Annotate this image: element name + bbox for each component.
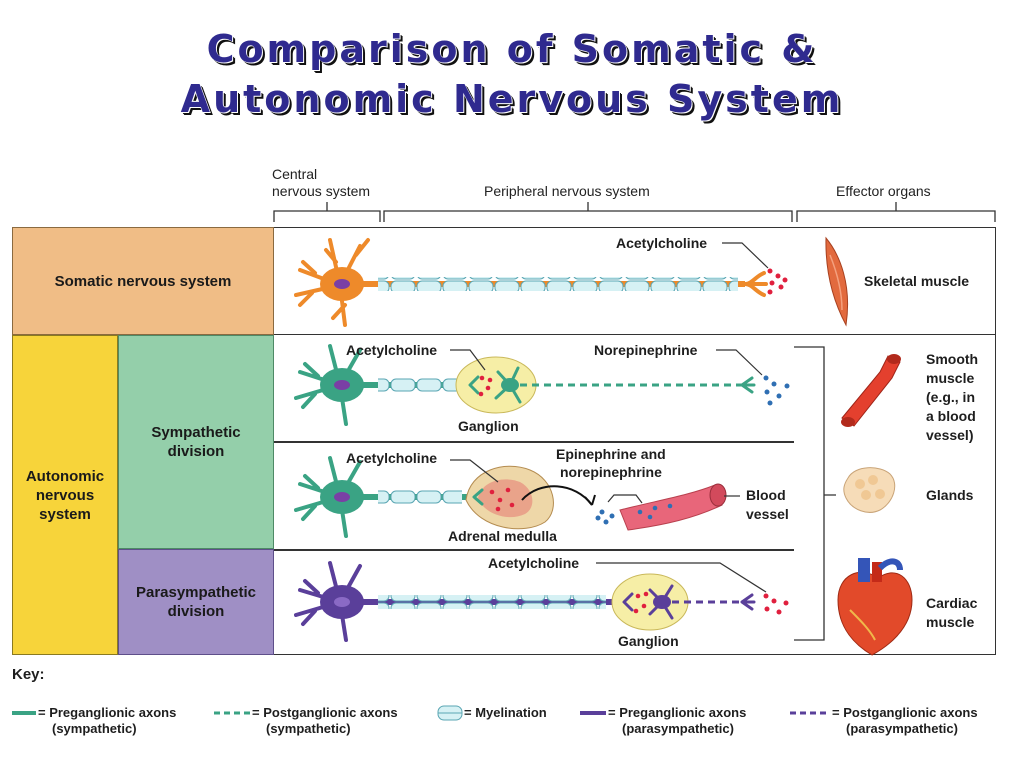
effector-bracket-autonomic [794,346,836,641]
label-epi-line1: Epinephrine and [556,446,666,462]
parasympathetic-neuron [294,561,625,642]
label-ach-para: Acetylcholine [488,555,580,571]
sympathetic-label-2: division [167,443,225,460]
header-pns: Peripheral nervous system [484,183,650,199]
somatic-panel: Somatic nervous system [12,227,274,335]
somatic-neuron [294,238,768,327]
sympathetic-neuron-2 [294,456,480,538]
key-item-para-post-l2: (parasympathetic) [846,721,958,736]
ne-dots [763,375,790,406]
label-ach-symp1: Acetylcholine [346,342,438,358]
parasympathetic-panel: Parasympathetic division [118,549,274,655]
header-cns-line1: Central [272,166,318,182]
key-item-para-post-l1: = Postganglionic axons [832,705,978,720]
label-blood-vessel-2: vessel [746,506,789,522]
effector-cardiac-line1: Cardiac [926,595,978,611]
somatic-myelin [378,277,738,291]
effector-smooth-line4: a blood [926,408,976,424]
label-ach-somatic: Acetylcholine [616,235,708,251]
page-title-line1: Comparison of Somatic & [206,27,818,71]
ganglion-1-dots [478,375,493,397]
key-item-para-pre-l1: = Preganglionic axons [608,705,747,720]
skeletal-muscle-icon [825,236,849,327]
gland-icon [843,467,896,513]
key-item-symp-pre: = Preganglionic axons (sympathetic) [38,705,176,737]
label-adrenal-medulla: Adrenal medulla [448,528,557,544]
key-item-para-post: = Postganglionic axons (parasympathetic) [832,705,978,737]
effector-smooth-line3: (e.g., in [926,389,975,405]
sympathetic-label-1: Sympathetic [151,424,241,441]
key-item-symp-pre-l2: (sympathetic) [52,721,137,736]
header-cns: Central nervous system [272,166,370,200]
label-epi-line2: norepinephrine [560,464,662,480]
effector-smooth-line5: vessel) [926,427,974,443]
autonomic-label-3: system [39,505,91,523]
effector-smooth-line1: Smooth [926,351,979,367]
blood-vessel-icon [841,354,901,427]
row-divider-1 [274,441,794,443]
autonomic-panel: Autonomic nervous system [12,335,118,655]
key-item-symp-post: = Postganglionic axons (sympathetic) [252,705,398,737]
parasympathetic-label-2: division [167,603,225,620]
somatic-row-frame [274,227,996,335]
label-ganglion-1: Ganglion [458,418,519,434]
effector-smooth-line2: muscle [926,370,975,386]
ach-somatic-leader [722,242,769,269]
autonomic-label-2: nervous [35,486,95,504]
parasympathetic-label-1: Parasympathetic [135,584,257,601]
row-divider-2 [274,549,794,551]
key-item-myelin-l1: = Myelination [464,705,547,720]
sympathetic-neuron-1 [294,344,480,426]
somatic-label: Somatic nervous system [54,272,232,290]
effector-smooth-label: Smooth muscle (e.g., in a blood vessel) [926,350,978,445]
somatic-ach-dots [767,268,788,295]
effector-glands-label: Glands [926,487,974,503]
header-effectors: Effector organs [836,183,931,199]
key-samples [12,705,830,721]
effector-cardiac-line2: muscle [926,614,975,630]
key-item-symp-pre-l1: = Preganglionic axons [38,705,177,720]
key-item-symp-post-l2: (sympathetic) [266,721,351,736]
header-brackets [273,202,996,222]
label-norepinephrine: Norepinephrine [594,342,698,358]
sympathetic-panel: Sympathetic division [118,335,274,549]
header-cns-line2: nervous system [272,183,371,199]
key-title: Key: [12,666,45,683]
key-item-para-pre-l2: (parasympathetic) [622,721,734,736]
label-ganglion-2: Ganglion [618,633,679,649]
page-title-line2: Autonomic Nervous System [180,77,844,121]
key-item-symp-post-l1: = Postganglionic axons [252,705,398,720]
autonomic-row-frame [274,335,996,655]
effector-skeletal-label: Skeletal muscle [864,273,970,289]
effector-cardiac-label: Cardiac muscle [926,594,977,632]
key-item-myelin: = Myelination [464,705,547,721]
label-ach-symp2: Acetylcholine [346,450,438,466]
heart-icon [837,558,913,656]
label-blood-vessel-1: Blood [746,487,786,503]
key-item-para-pre: = Preganglionic axons (parasympathetic) [608,705,746,737]
autonomic-label-1: Autonomic [25,467,105,485]
